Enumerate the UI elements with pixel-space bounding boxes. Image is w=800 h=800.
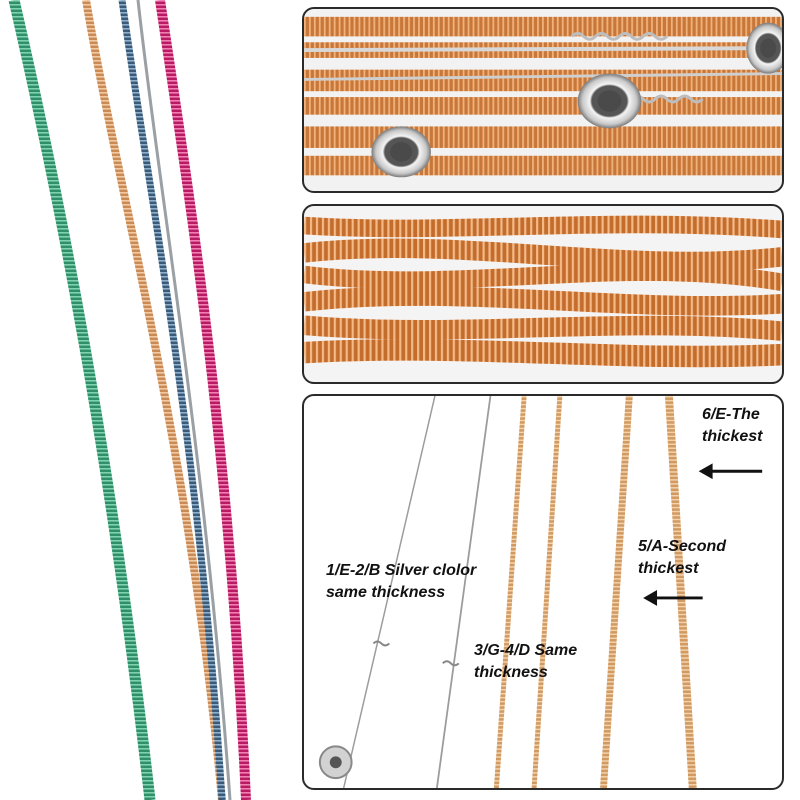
label-line: thickest xyxy=(702,428,763,445)
g-d-strings-label: 3/G-4/D Same thickness xyxy=(474,640,577,684)
label-line: 6/E-The xyxy=(702,406,760,423)
label-line: thickest xyxy=(638,560,699,577)
blue-string xyxy=(118,0,226,800)
gray-string xyxy=(136,0,232,800)
a-string-label: 5/A-Second thickest xyxy=(638,536,726,580)
string-4-d xyxy=(531,396,563,788)
thickness-comparison-panel: 1/E-2/B Silver clolor same thickness 3/G… xyxy=(302,394,784,790)
ball-end-icon xyxy=(746,22,782,74)
colored-strings-image xyxy=(8,0,251,800)
label-line: same thickness xyxy=(326,584,446,601)
green-string xyxy=(8,0,156,800)
label-line: 1/E-2/B Silver clolor xyxy=(326,562,477,579)
copper-string xyxy=(82,0,226,800)
string-2-b xyxy=(436,396,492,788)
magenta-string xyxy=(155,0,251,800)
string-6-e xyxy=(664,396,697,788)
ball-end-icon xyxy=(577,73,642,129)
ball-ends-panel xyxy=(302,7,784,193)
e-string-label: 6/E-The thickest xyxy=(702,404,762,448)
winding-closeup-panel xyxy=(302,204,784,384)
string-1-e xyxy=(342,396,436,788)
string-5-a xyxy=(600,396,633,788)
ball-end-icon xyxy=(371,126,431,178)
string-3-g xyxy=(493,396,527,788)
label-line: 5/A-Second xyxy=(638,538,727,555)
left-arrow-icon xyxy=(698,463,763,480)
silver-strings-label: 1/E-2/B Silver clolor same thickness xyxy=(326,560,476,604)
left-arrow-icon xyxy=(643,590,703,606)
label-line: thickness xyxy=(474,664,548,681)
ball-end-icon xyxy=(318,745,353,780)
label-line: 3/G-4/D Same xyxy=(474,642,578,659)
